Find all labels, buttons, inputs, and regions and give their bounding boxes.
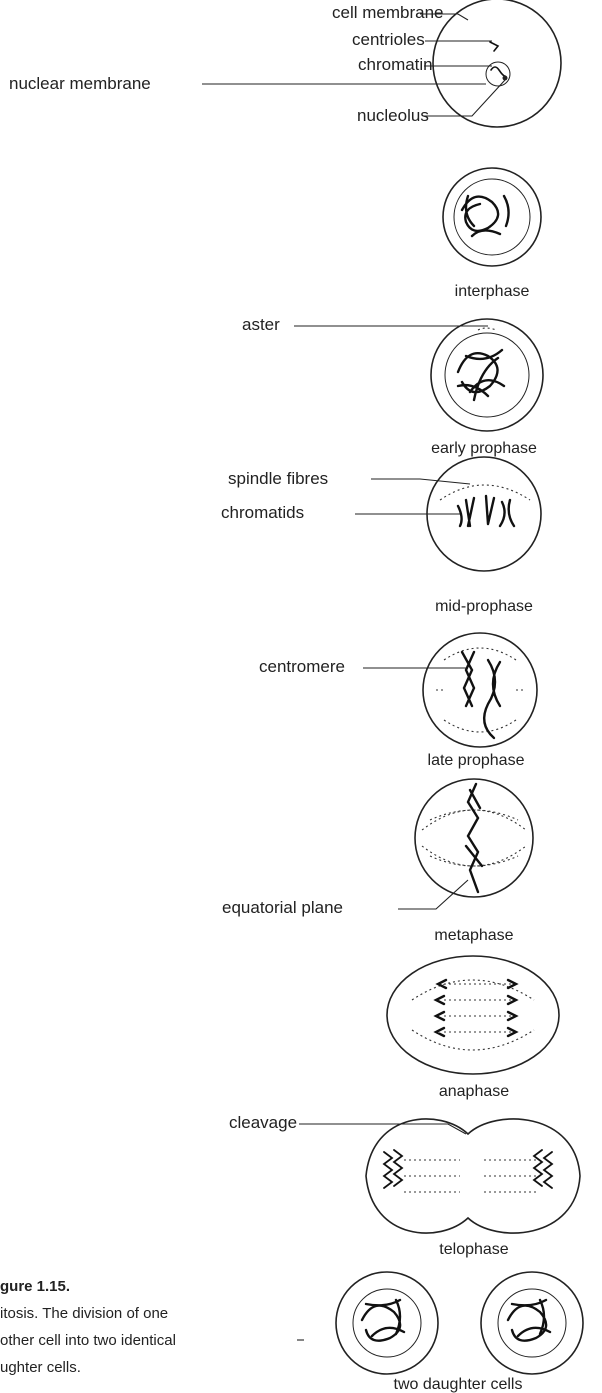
caption-mid-prophase: mid-prophase <box>435 598 533 615</box>
centrioles-shape <box>490 42 498 51</box>
caption-early-prophase: early prophase <box>431 440 537 457</box>
daughter-cell-right <box>481 1272 583 1374</box>
reference-cell <box>433 0 561 127</box>
label-centrioles: centrioles <box>352 30 425 49</box>
daughter-cell-left <box>336 1272 438 1374</box>
label-nuclear-membrane: nuclear membrane <box>9 74 151 93</box>
label-chromatin: chromatin <box>358 55 433 74</box>
caption-daughter-cells: two daughter cells <box>394 1376 523 1393</box>
leader-nucleolus <box>423 80 505 116</box>
label-cleavage: cleavage <box>229 1113 297 1132</box>
label-aster: aster <box>242 315 280 334</box>
figure-title: gure 1.15. <box>0 1278 70 1295</box>
figure-caption-line-3: ughter cells. <box>0 1359 81 1376</box>
leader-spindle-fibres <box>371 479 470 484</box>
cell-membrane-shape <box>433 0 561 127</box>
figure-caption-line-1: itosis. The division of one <box>0 1305 168 1322</box>
telophase-cell <box>366 1119 580 1233</box>
label-centromere: centromere <box>259 657 345 676</box>
metaphase-cell <box>415 779 533 897</box>
caption-anaphase: anaphase <box>439 1083 509 1100</box>
caption-telophase: telophase <box>439 1241 508 1258</box>
label-chromatids: chromatids <box>221 503 304 522</box>
label-nucleolus: nucleolus <box>357 106 429 125</box>
label-cell-membrane: cell membrane <box>332 3 444 22</box>
leader-cleavage <box>299 1124 466 1134</box>
caption-metaphase: metaphase <box>434 927 513 944</box>
early-prophase-cell <box>431 319 543 431</box>
caption-late-prophase: late prophase <box>428 752 525 769</box>
caption-interphase: interphase <box>455 283 530 300</box>
interphase-cell <box>443 168 541 266</box>
anaphase-cell <box>387 956 559 1074</box>
label-spindle-fibres: spindle fibres <box>228 469 328 488</box>
nucleolus-shape <box>503 76 508 81</box>
late-prophase-cell <box>423 633 537 747</box>
chromatin-shape <box>491 67 505 76</box>
label-equatorial-plane: equatorial plane <box>222 898 343 917</box>
figure-caption-line-2: other cell into two identical <box>0 1332 176 1349</box>
